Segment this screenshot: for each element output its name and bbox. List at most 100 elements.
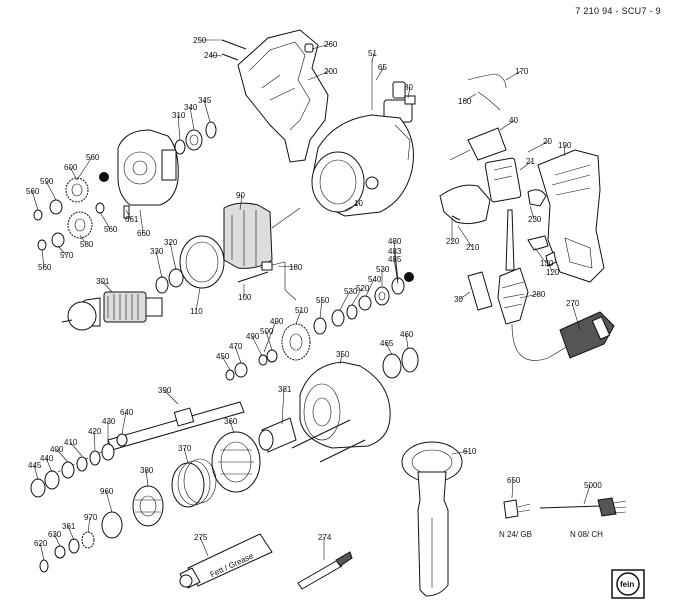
leader-line	[55, 448, 69, 463]
washer-part-410	[76, 456, 88, 472]
callout-630: 630	[48, 530, 62, 547]
callout-560: 560	[76, 153, 100, 181]
bearing-part-340	[185, 129, 203, 151]
callout-350: 350	[336, 350, 350, 365]
callout-21: 21	[519, 157, 535, 171]
washer-part-420	[89, 450, 101, 466]
callout-560: 560	[26, 187, 40, 211]
callout-label: 330	[150, 247, 164, 256]
callout-445: 445	[28, 461, 42, 481]
callout-485: 485	[388, 255, 402, 285]
callout-label: 274	[318, 533, 332, 542]
callout-110: 110	[190, 287, 203, 316]
leader-line	[155, 250, 163, 279]
callout-label: 560	[86, 153, 100, 162]
callout-label: 483	[388, 247, 402, 256]
leader-line	[534, 247, 547, 264]
brand-logo: fein	[611, 569, 645, 599]
callout-490: 490	[246, 332, 263, 357]
washer-part-590	[49, 199, 63, 215]
callout-label: 40	[509, 116, 518, 125]
screw-part-960	[291, 419, 351, 449]
callout-330: 330	[150, 247, 164, 279]
ring-part-640	[116, 433, 128, 447]
leader-line	[45, 457, 53, 473]
brand-mark-text: fein	[620, 580, 634, 589]
callout-label: 110	[190, 307, 203, 316]
callout-20: 20	[527, 137, 552, 153]
leader-line	[33, 464, 39, 481]
callout-label: 280	[532, 290, 546, 299]
callout-label: 210	[466, 243, 480, 252]
ring-part-610	[54, 545, 66, 559]
callout-label: 580	[80, 240, 94, 249]
callout-465: 465	[380, 339, 394, 356]
leader-line	[281, 388, 285, 425]
switch-part-40	[449, 127, 507, 161]
callout-230: 230	[528, 205, 542, 224]
callout-450: 450	[216, 352, 231, 371]
leader-line	[163, 389, 179, 405]
callout-361: 361	[62, 522, 76, 541]
callout-label: 160	[458, 97, 472, 106]
leader-line	[239, 194, 243, 211]
callout-65: 65	[375, 63, 387, 81]
leader-line	[451, 450, 470, 455]
callout-label: 420	[88, 427, 102, 436]
leader-line	[375, 66, 385, 81]
washer-part-500	[266, 349, 278, 363]
callout-label: 660	[137, 229, 151, 238]
leader-line	[199, 536, 209, 557]
callout-260: 260	[311, 40, 338, 50]
callout-label: 5000	[584, 481, 602, 490]
callout-label: 130	[540, 259, 554, 268]
leader-line	[505, 70, 522, 81]
gear-part-510	[281, 323, 311, 361]
retaining-ring-part-460	[401, 347, 419, 373]
callout-520: 520	[351, 284, 370, 306]
callout-label: 230	[528, 215, 542, 224]
callout-label: 90	[236, 191, 245, 200]
callout-570: 570	[57, 245, 74, 260]
callout-200: 200	[307, 67, 338, 81]
leader-line	[99, 211, 111, 230]
callout-510: 510	[295, 306, 309, 325]
leader-line	[203, 99, 211, 123]
callout-label: 100	[238, 293, 252, 302]
spring-part-370	[171, 458, 217, 508]
callout-label: 480	[388, 237, 402, 246]
callout-label: 65	[378, 63, 387, 72]
callout-label: 51	[368, 49, 377, 58]
washer-part-570	[51, 232, 65, 248]
leader-line	[385, 342, 393, 356]
callout-label: 360	[224, 417, 238, 426]
bearing-part-330	[155, 276, 169, 294]
ring-part-320	[168, 268, 184, 288]
callout-label: 465	[380, 339, 394, 348]
callout-490: 490	[263, 317, 284, 353]
callout-610: 610	[451, 447, 477, 456]
plug-variant-part-274: N 08/ CH	[539, 497, 627, 539]
gear-part-580	[67, 211, 93, 239]
callout-label: 310	[172, 111, 186, 120]
callout-label: 200	[324, 67, 338, 76]
cable-part-170	[467, 73, 507, 111]
callout-layer: 2502402602005165801701604020211903453403…	[26, 36, 602, 561]
callout-390: 390	[158, 386, 179, 405]
switch-assembly-part-51	[371, 60, 416, 123]
leader-line	[183, 447, 189, 464]
callout-540: 540	[365, 275, 382, 297]
callout-label: 190	[558, 141, 572, 150]
leader-line	[263, 320, 277, 353]
callout-label: 350	[336, 350, 350, 359]
leader-line	[319, 299, 323, 319]
callout-470: 470	[229, 342, 243, 364]
svg-text:A: A	[406, 273, 412, 282]
callout-190: 190	[558, 141, 572, 157]
grip-cover-part-210	[439, 184, 491, 225]
callout-label: 530	[344, 287, 358, 296]
callout-label: 80	[404, 83, 413, 92]
callout-label: 630	[48, 530, 62, 539]
leader-line	[548, 263, 553, 273]
handle-shell-part-200	[237, 29, 329, 163]
